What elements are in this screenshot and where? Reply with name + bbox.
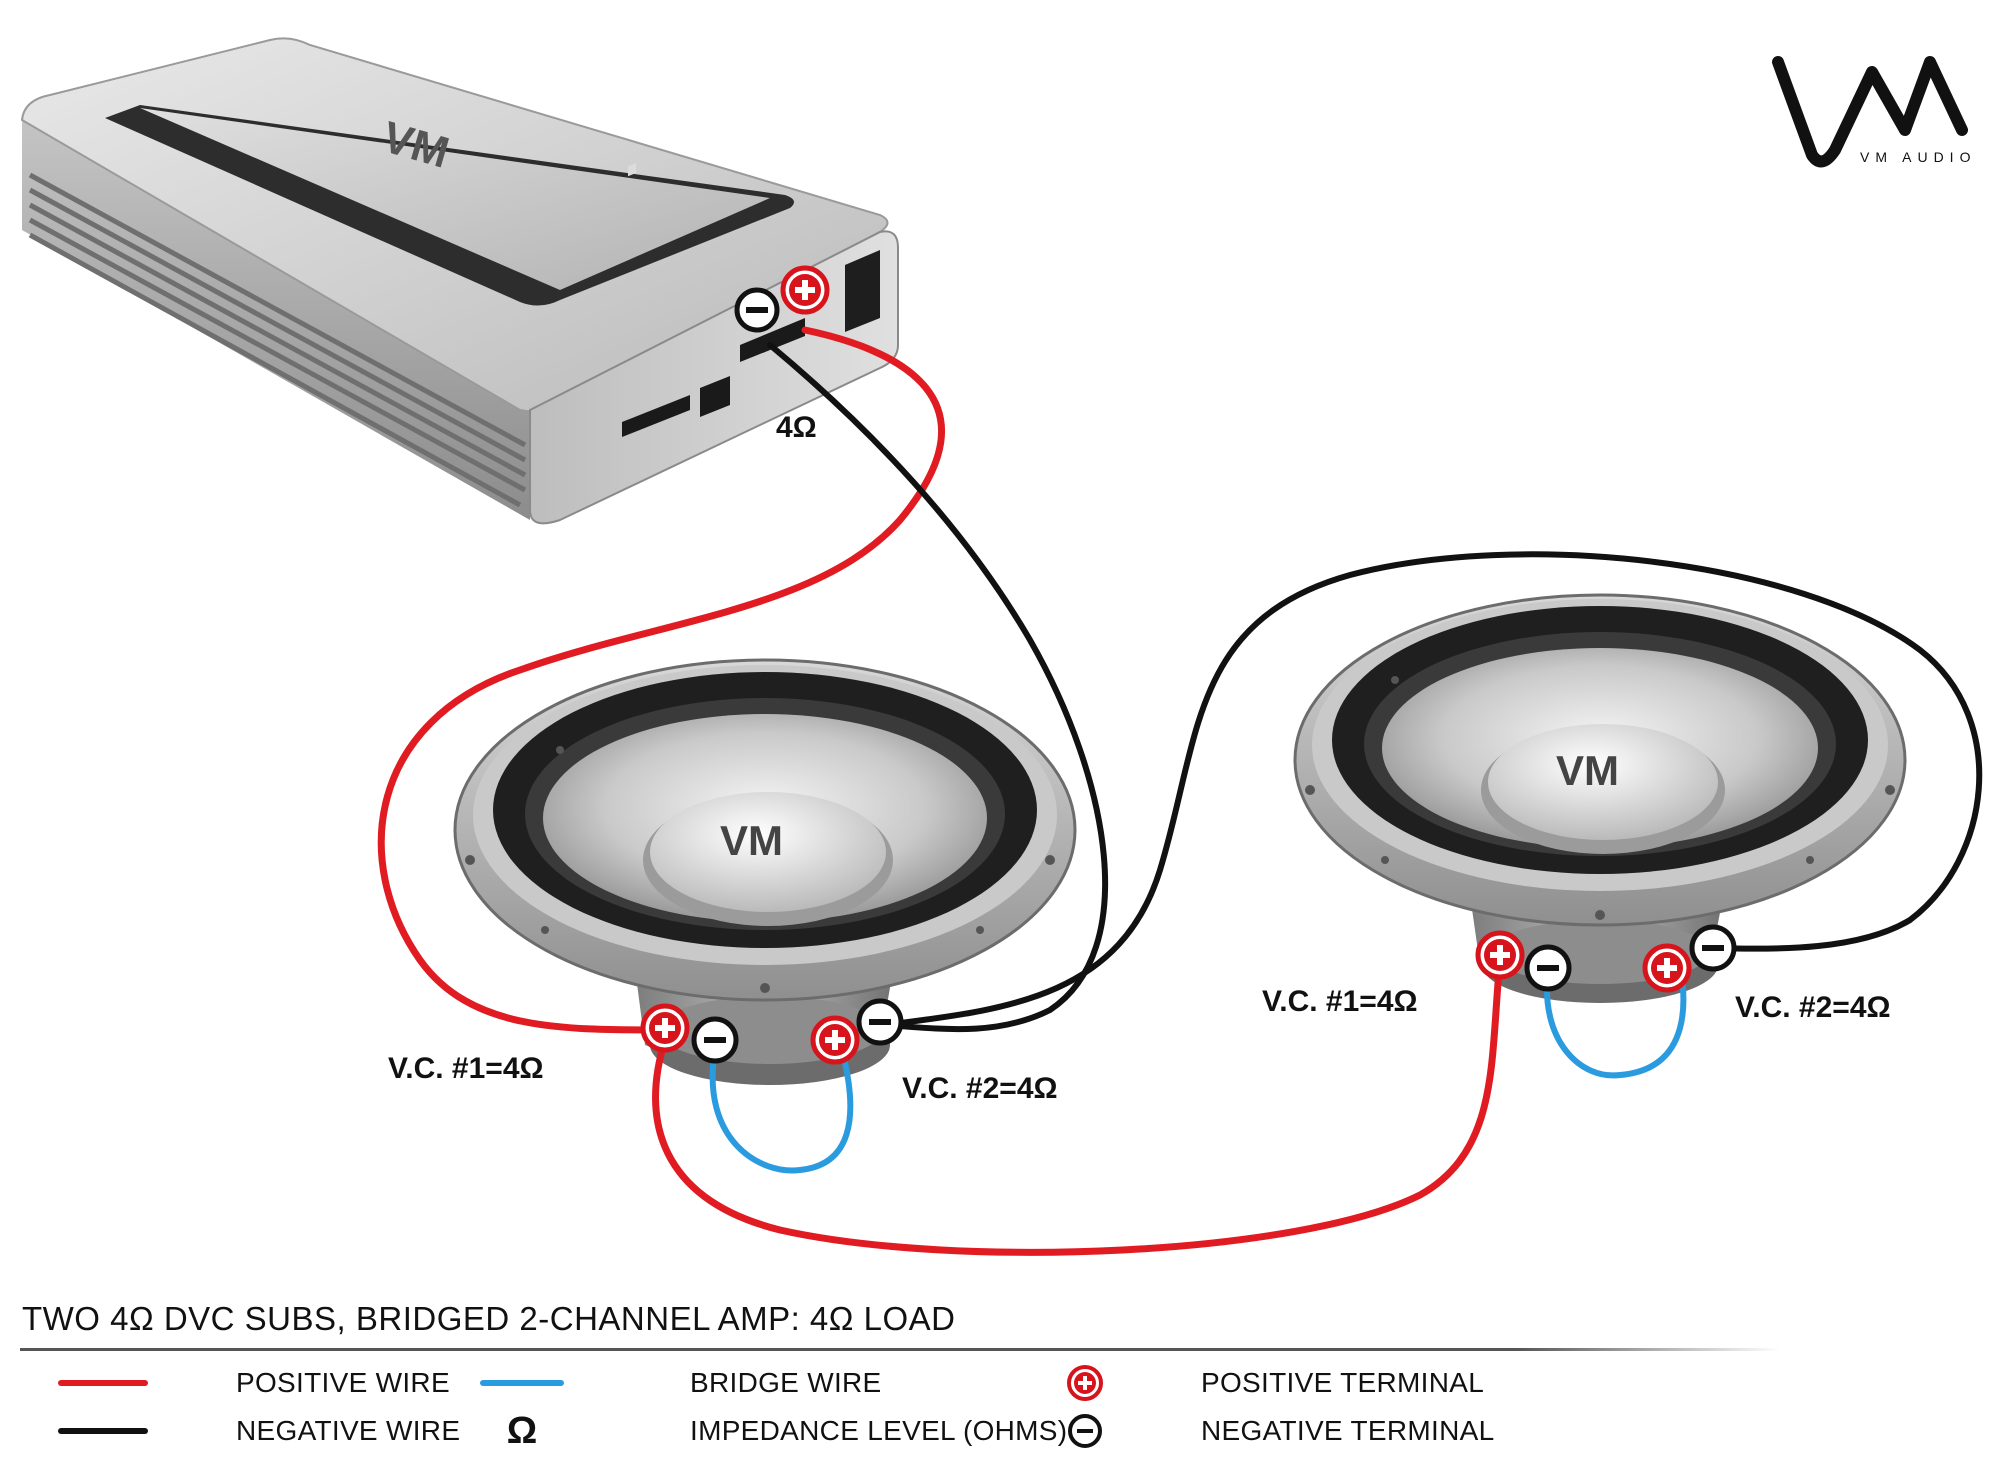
- legend-bridge-wire-label: BRIDGE WIRE: [690, 1367, 882, 1398]
- amp-positive-terminal: [780, 265, 830, 315]
- amp-negative-terminal: [734, 287, 780, 333]
- legend-positive-wire-label: POSITIVE WIRE: [236, 1367, 450, 1398]
- legend-bridge-wire: BRIDGE WIRE: [480, 1363, 882, 1403]
- legend-impedance: Ω IMPEDANCE LEVEL (OHMS): [480, 1409, 1068, 1452]
- bridge-wire-swatch: [480, 1380, 564, 1386]
- legend-impedance-label: IMPEDANCE LEVEL (OHMS): [690, 1415, 1068, 1446]
- subwoofer-2: VM: [1293, 593, 1907, 1003]
- legend-positive-terminal: POSITIVE TERMINAL: [1055, 1363, 1484, 1403]
- svg-text:VM: VM: [720, 817, 783, 864]
- amp-output-impedance-label: 4Ω: [776, 411, 817, 444]
- negative-wire-amp-to-sub1: [767, 342, 1108, 1033]
- sub1-vc1-positive-terminal: [640, 1003, 690, 1053]
- sub2-vc1-positive-terminal: [1475, 930, 1525, 980]
- bridge-wire-sub1: [709, 1047, 854, 1174]
- sub1-vc2-label: V.C. #2=4Ω: [902, 1072, 1058, 1105]
- sub1-vc2-positive-terminal: [810, 1015, 860, 1065]
- legend-negative-terminal: NEGATIVE TERMINAL: [1055, 1411, 1494, 1451]
- positive-terminal-icon: [1067, 1365, 1103, 1401]
- diagram-title: TWO 4Ω DVC SUBS, BRIDGED 2-CHANNEL AMP: …: [22, 1300, 956, 1337]
- positive-wire-amp-to-sub1: [377, 326, 946, 1034]
- legend-negative-wire: NEGATIVE WIRE: [58, 1411, 460, 1451]
- wires: [377, 326, 1983, 1256]
- sub2-vc2-negative-terminal: [1689, 924, 1737, 972]
- sub2-vc2-label: V.C. #2=4Ω: [1735, 991, 1891, 1024]
- legend-negative-terminal-label: NEGATIVE TERMINAL: [1201, 1415, 1495, 1446]
- sub1-vc1-label: V.C. #1=4Ω: [388, 1052, 544, 1085]
- negative-terminal-icon: [1068, 1414, 1102, 1448]
- legend-positive-wire: POSITIVE WIRE: [58, 1363, 450, 1403]
- negative-wire-sub1-to-sub2: [882, 551, 1983, 1028]
- sub2-vc1-negative-terminal: [1524, 944, 1572, 992]
- sub2-vc2-positive-terminal: [1642, 943, 1692, 993]
- brand-logo: VM AUDIO: [1772, 56, 1976, 168]
- positive-wire-sub1-to-sub2: [652, 956, 1504, 1256]
- legend-positive-terminal-label: POSITIVE TERMINAL: [1201, 1367, 1485, 1398]
- brand-name: VM AUDIO: [1860, 149, 1976, 165]
- sub1-vc2-negative-terminal: [856, 998, 904, 1046]
- ohm-symbol-icon: Ω: [506, 1409, 538, 1452]
- svg-text:VM: VM: [1556, 747, 1619, 794]
- legend-negative-wire-label: NEGATIVE WIRE: [236, 1415, 461, 1446]
- bridge-wire-sub2: [1543, 962, 1687, 1079]
- title-divider: [20, 1348, 1780, 1351]
- sub2-vc1-label: V.C. #1=4Ω: [1262, 985, 1418, 1018]
- subwoofer-1: VM: [453, 658, 1077, 1085]
- positive-wire-swatch: [58, 1380, 148, 1386]
- amplifier: VM: [20, 37, 899, 525]
- negative-wire-swatch: [58, 1428, 148, 1434]
- sub1-vc1-negative-terminal: [691, 1016, 739, 1064]
